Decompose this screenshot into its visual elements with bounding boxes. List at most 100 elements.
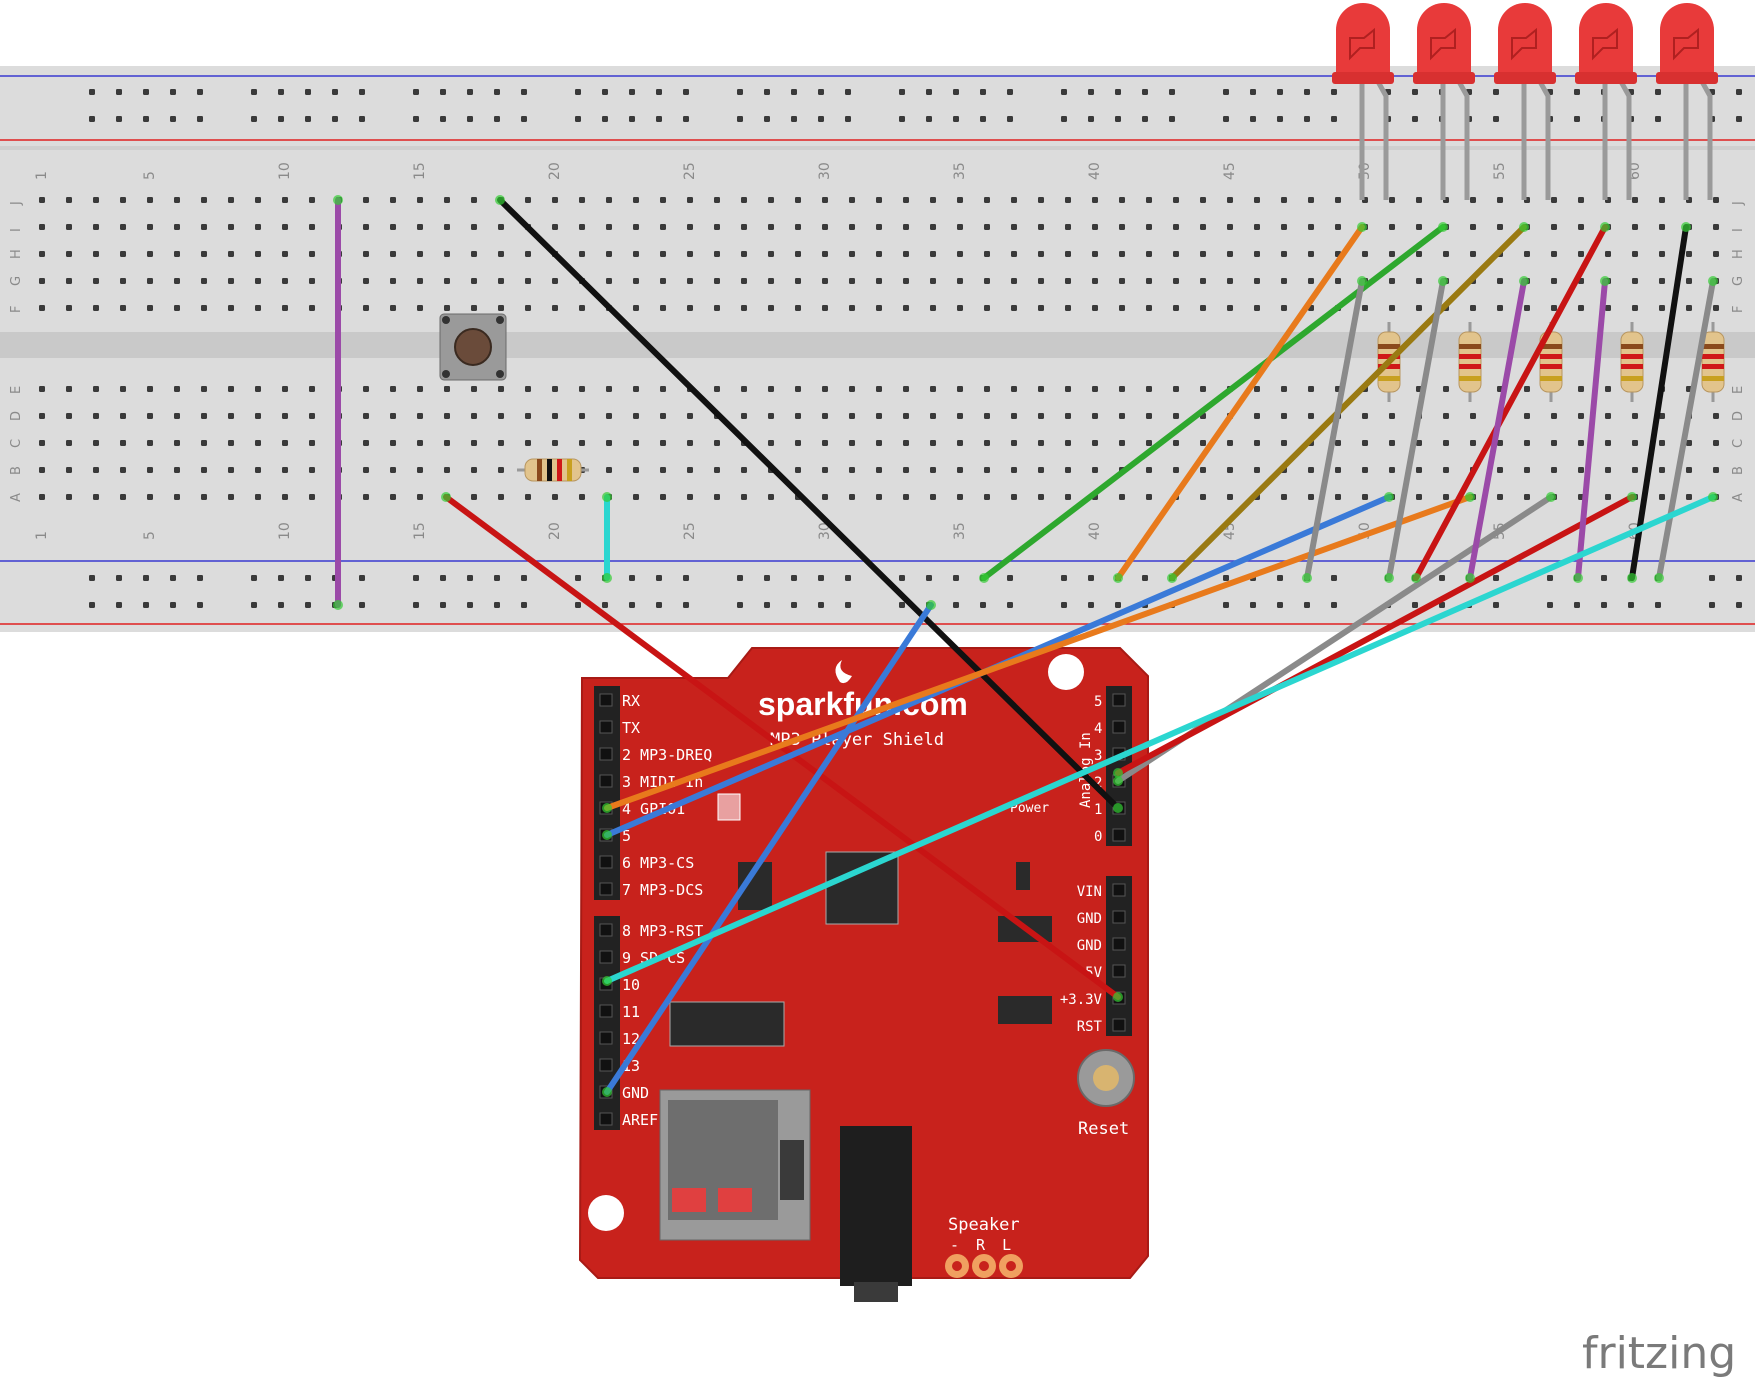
breadboard-hole [282,440,288,446]
breadboard-hole [849,224,855,230]
breadboard-hole [930,278,936,284]
breadboard-hole [1146,305,1152,311]
resistor [1620,322,1644,402]
breadboard-hole [1578,251,1584,257]
pushbutton[interactable] [439,313,507,381]
breadboard-hole [147,305,153,311]
row-letter-left: D [9,411,24,421]
shield-pin [599,1004,613,1018]
analog-pin [1112,693,1126,707]
rail-hole [1304,602,1310,608]
breadboard-hole [1092,305,1098,311]
rail-hole [602,602,608,608]
column-number-bottom: 25 [682,522,698,540]
rail-hole [926,116,932,122]
breadboard-hole [1605,251,1611,257]
breadboard-hole [606,386,612,392]
rail-hole [1574,89,1580,95]
wire-endpoint [979,573,989,583]
breadboard-hole [228,278,234,284]
breadboard-hole [471,494,477,500]
breadboard-hole [741,305,747,311]
breadboard-hole [1659,494,1665,500]
breadboard-hole [1119,278,1125,284]
breadboard-hole [633,413,639,419]
row-letter-left: E [9,386,24,394]
speaker-label: Speaker [948,1215,1020,1235]
rail-hole [791,116,797,122]
breadboard-hole [147,251,153,257]
breadboard-hole [876,467,882,473]
breadboard-hole [1227,440,1233,446]
breadboard-hole [984,467,990,473]
rail-hole [359,89,365,95]
breadboard-hole [1200,440,1206,446]
rail-hole [1142,575,1148,581]
power-pin-label: RST [1077,1019,1103,1035]
breadboard-hole [66,224,72,230]
breadboard-hole [633,467,639,473]
rail-hole [116,575,122,581]
row-letter-right: H [1731,249,1746,259]
breadboard-hole [1578,386,1584,392]
breadboard-hole [39,494,45,500]
breadboard-hole [1065,494,1071,500]
breadboard-hole [147,467,153,473]
shield-pin [599,720,613,734]
breadboard-hole [822,197,828,203]
rail-hole [602,89,608,95]
breadboard-hole [714,386,720,392]
breadboard-hole [417,305,423,311]
breadboard-hole [1659,305,1665,311]
breadboard-hole [903,440,909,446]
breadboard-hole [876,413,882,419]
breadboard-hole [1173,386,1179,392]
breadboard-hole [1254,467,1260,473]
breadboard-hole [606,278,612,284]
breadboard-hole [1254,386,1260,392]
breadboard-hole [741,197,747,203]
rail-hole [494,116,500,122]
breadboard-hole [984,278,990,284]
breadboard-hole [1308,197,1314,203]
breadboard-hole [1038,413,1044,419]
breadboard-hole [876,278,882,284]
rail-hole [656,89,662,95]
wire-endpoint [602,1087,612,1097]
rail-hole [440,602,446,608]
breadboard-hole [1308,494,1314,500]
pushbutton-cap[interactable] [454,328,492,366]
gray-wire [1304,278,1365,581]
breadboard-hole [1551,278,1557,284]
breadboard-hole [1281,440,1287,446]
breadboard-hole [849,305,855,311]
breadboard-hole [201,305,207,311]
breadboard-hole [1119,386,1125,392]
breadboard-hole [714,305,720,311]
breadboard-hole [957,224,963,230]
row-letter-left: J [9,201,24,206]
reset-button[interactable] [1077,1049,1135,1107]
rail-hole [359,602,365,608]
rail-hole [89,89,95,95]
breadboard-hole [93,494,99,500]
rail-hole [791,575,797,581]
rail-hole [278,602,284,608]
column-number-top: 25 [682,162,698,180]
breadboard-hole [1713,440,1719,446]
rail-hole [278,575,284,581]
rail-hole [1223,602,1229,608]
rail-hole [1088,116,1094,122]
rail-hole [413,116,419,122]
breadboard-hole [390,197,396,203]
breadboard-hole [1632,197,1638,203]
shield-pin [599,747,613,761]
rail-hole [899,116,905,122]
rail-hole [575,116,581,122]
rail-hole [1331,575,1337,581]
rail-hole [1655,602,1661,608]
breadboard-hole [1254,413,1260,419]
breadboard-hole [93,251,99,257]
breadboard-hole [120,251,126,257]
